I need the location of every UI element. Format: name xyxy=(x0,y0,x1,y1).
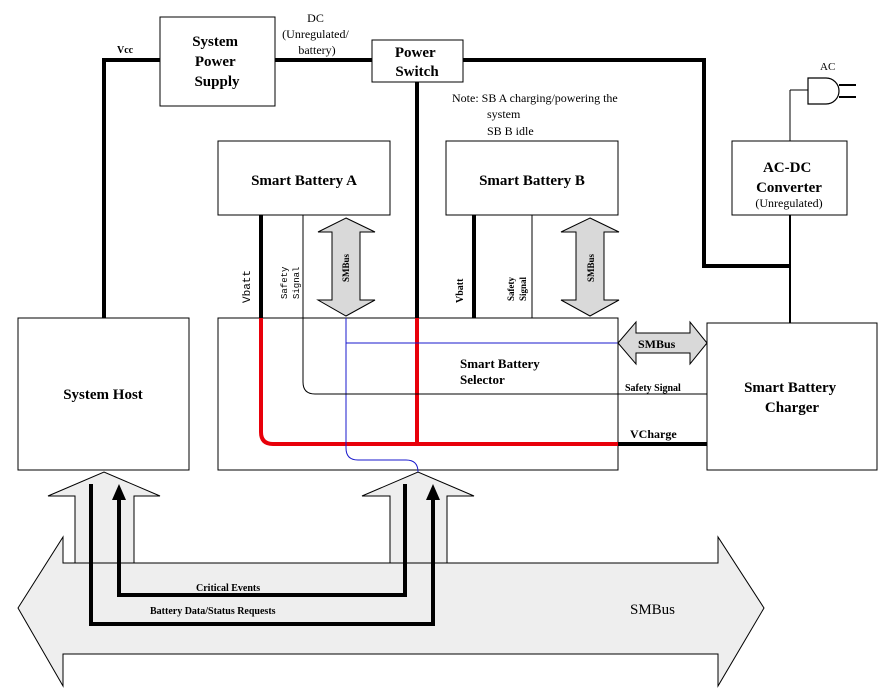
smart-battery-a-box xyxy=(217,140,391,216)
system-host-label: System Host xyxy=(63,387,143,403)
smart-battery-selector-label: Smart Battery Selector xyxy=(460,356,543,387)
ac-label: AC xyxy=(820,61,835,73)
critical-events-label: Critical Events xyxy=(196,583,260,594)
power-wires xyxy=(102,58,790,446)
main-smbus-bus xyxy=(17,535,765,688)
system-host-box xyxy=(17,317,190,471)
critical-events-wire xyxy=(117,484,407,597)
ac-dc-converter-label: AC-DC Converter xyxy=(756,160,822,196)
smart-battery-charger-label: Smart Battery Charger xyxy=(744,380,840,416)
battery-data-wire xyxy=(89,484,435,626)
smbus-b-arrow xyxy=(560,217,620,317)
ac-dc-converter-box xyxy=(731,140,848,216)
charge-path xyxy=(259,318,618,446)
host-bus-arrow xyxy=(47,471,161,564)
safety-signal-wire xyxy=(302,215,707,395)
vbatt-b-label: Vbatt xyxy=(455,278,466,303)
smbus-charger-label: SMBus xyxy=(638,337,676,351)
switch-to-charger-wire xyxy=(463,58,790,268)
smbus-charger-arrow xyxy=(617,320,708,366)
vcc-wire xyxy=(102,58,160,318)
safety-signal-a-label: Safety Signal xyxy=(280,261,302,299)
event-wires xyxy=(89,484,435,626)
ac-dc-converter-sublabel: (Unregulated) xyxy=(755,196,822,210)
system-power-supply-label: System Power Supply xyxy=(192,34,242,90)
ac-plug-icon xyxy=(807,77,840,105)
safety-signal-label: Safety Signal xyxy=(625,383,681,394)
system-power-supply-box xyxy=(159,16,276,107)
dc-label: DC (Unregulated/ battery) xyxy=(282,11,352,57)
internal-smbus-wire xyxy=(345,318,618,473)
note-text: Note: SB A charging/powering the system … xyxy=(452,91,621,138)
safety-signal-b-label: Safety Signal xyxy=(506,275,528,301)
smart-battery-charger-box xyxy=(706,322,878,471)
selector-bus-arrow xyxy=(361,471,475,564)
battery-data-label: Battery Data/Status Requests xyxy=(150,606,276,617)
power-switch-label: Power Switch xyxy=(395,45,439,80)
smbus-b-label: SMBus xyxy=(586,253,596,282)
smbus-a-arrow xyxy=(316,217,376,317)
main-smbus-label: SMBus xyxy=(630,602,675,618)
smart-battery-b-label: Smart Battery B xyxy=(479,173,585,189)
battery-data-arrowhead xyxy=(426,484,440,500)
vcharge-label: VCharge xyxy=(630,427,677,441)
smart-battery-a-label: Smart Battery A xyxy=(251,173,357,189)
critical-events-arrowhead xyxy=(112,484,126,500)
vcc-label: Vcc xyxy=(117,45,134,56)
vbatt-a-label: Vbatt xyxy=(242,270,254,303)
smart-battery-b-box xyxy=(445,140,619,216)
smbus-a-label: SMBus xyxy=(341,253,351,282)
